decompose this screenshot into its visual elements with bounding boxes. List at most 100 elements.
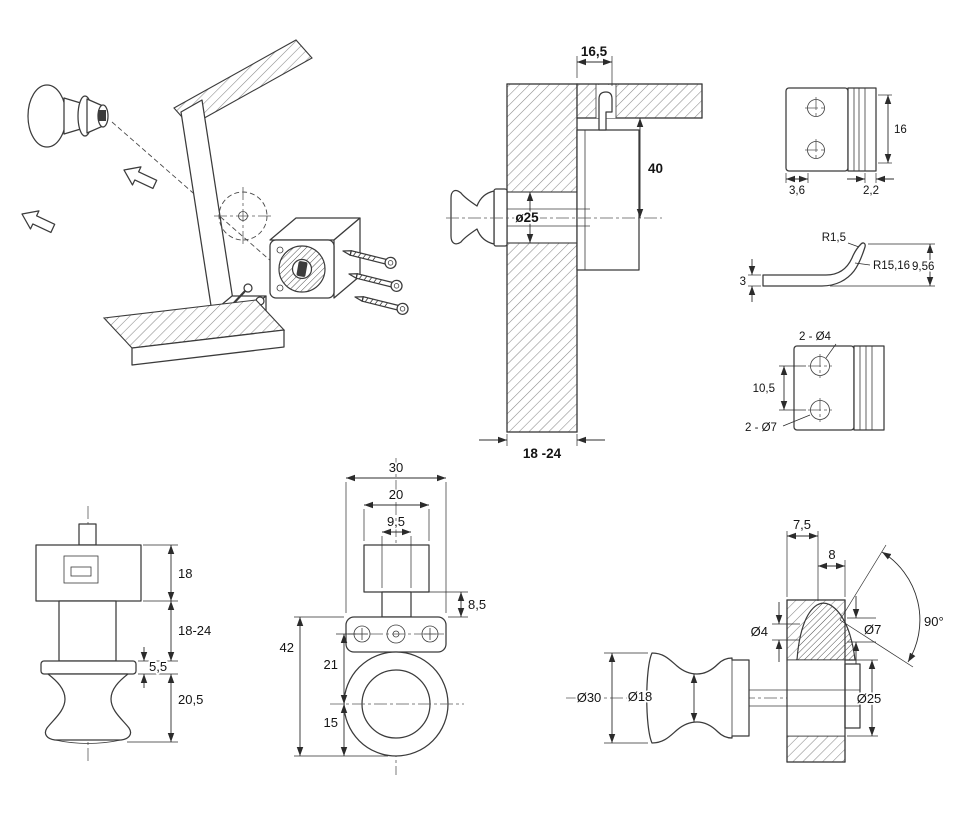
dim-spindle-width: 9,5: [381, 512, 412, 588]
knob-flange-section: [493, 188, 508, 247]
dim-flange-height: 5,5: [138, 647, 178, 688]
dim-label-18-24: 18-24: [178, 623, 211, 638]
dim-label-9-5: 9,5: [387, 514, 405, 529]
dim-pin-large: Ø7: [847, 596, 883, 664]
dim-knob-dia: Ø30: [575, 652, 648, 744]
body-window: [63, 555, 99, 584]
dim-plate-height: 16: [878, 94, 909, 164]
dim-label-3-6: 3,6: [789, 185, 805, 197]
dim-label-20: 20: [389, 487, 403, 502]
dim-label-42: 42: [280, 640, 294, 655]
dim-label-21: 21: [324, 657, 338, 672]
knob-side-view: 7,5 8 Ø4 Ø7 Ø30 Ø18: [566, 515, 945, 763]
dim-curve-radius: R15,16: [854, 258, 912, 274]
knob-profile-side: [646, 652, 750, 744]
spindle-hole: [98, 110, 106, 121]
hook-profile-view: R1,5 R15,16 9,56 3: [738, 230, 936, 302]
dim-tip-radius: R1,5: [820, 230, 860, 248]
dim-waist-dia: Ø18: [626, 674, 698, 722]
knob-section: [450, 189, 495, 245]
dim-base-dia: Ø25: [847, 659, 883, 737]
dim-label-18-24: 18 -24: [523, 446, 562, 461]
dim-label-8-5: 8,5: [468, 597, 486, 612]
dim-overall-width: 30: [345, 458, 447, 613]
dim-knob-height: 20,5: [127, 674, 205, 743]
dim-label-5-5: 5,5: [149, 659, 167, 674]
latch-hook-section: [598, 91, 613, 131]
dim-label-40: 40: [648, 161, 663, 176]
dim-label-2-o4: 2 - Ø4: [799, 331, 832, 343]
dim-hole-dia: ø25: [514, 192, 541, 243]
dim-label-o25: Ø25: [857, 691, 882, 706]
dim-label-90: 90°: [924, 614, 944, 629]
neck: [58, 600, 117, 662]
knob-profile: [44, 673, 132, 741]
dim-plate-thickness-a: 3,6: [785, 173, 809, 199]
assembly-axis: [111, 121, 273, 263]
dim-rotation-angle: 90°: [839, 544, 945, 668]
dim-label-18: 18: [178, 566, 192, 581]
dim-label-o30: Ø30: [577, 690, 602, 705]
mounting-plate: [345, 616, 447, 653]
dim-label-7-5: 7,5: [793, 517, 811, 532]
screw: [342, 250, 397, 269]
dim-label-2-2: 2,2: [863, 185, 879, 197]
dim-hook-height: 9,56: [830, 243, 936, 287]
dim-top-offset: 16,5: [576, 42, 613, 86]
section-view: 16,5 40 ø25 18 -24: [446, 42, 703, 463]
screw: [348, 273, 403, 292]
dim-hole-spacing: 10,5: [751, 365, 806, 411]
dim-label-o4: Ø4: [751, 624, 768, 639]
dim-label-r15-16: R15,16: [873, 260, 910, 272]
dim-label-15: 15: [324, 715, 338, 730]
dim-label-o18: Ø18: [628, 689, 653, 704]
spindle-tab: [381, 591, 412, 618]
dim-label-o25: ø25: [515, 210, 539, 225]
panel-section-lower: [786, 735, 846, 763]
lock-body-isometric: [269, 217, 361, 299]
dim-body-width: 20: [363, 485, 430, 541]
dim-label-20-5: 20,5: [178, 692, 203, 707]
door-panel-section-upper: [506, 83, 578, 193]
dim-body-height: 18: [143, 544, 194, 602]
dim-height-to-axis: 40: [636, 118, 665, 218]
knob-front-view: 18 18-24 5,5 20,5: [35, 506, 213, 762]
direction-arrow-icon: [123, 166, 158, 190]
dim-label-16: 16: [894, 124, 907, 136]
dim-label-2-o7: 2 - Ø7: [745, 422, 777, 434]
spindle-socket: [296, 261, 308, 277]
dim-label-9-56: 9,56: [912, 261, 934, 273]
dim-label-16-5: 16,5: [581, 44, 608, 59]
holes-plate-view: 2 - Ø4 10,5 2 - Ø7: [743, 329, 885, 436]
lock-body-front: [35, 544, 142, 602]
lock-front-view: 30 20 9,5 8,5 42 21: [278, 458, 488, 775]
exploded-view: [21, 39, 409, 366]
holes-plate-side: [853, 345, 885, 431]
door-panel-section-lower: [506, 242, 578, 433]
direction-arrow-icon: [21, 210, 56, 234]
knob-isometric: [27, 84, 109, 148]
dim-large-holes: 2 - Ø7: [743, 414, 811, 436]
plate-detail-view: 16 3,6 2,2: [785, 87, 909, 199]
dim-lower-offset: 15: [322, 704, 348, 756]
door-hole-mark: [214, 187, 272, 245]
dim-label-10-5: 10,5: [753, 383, 775, 395]
dim-offset-a: 7,5: [786, 515, 819, 601]
dim-hook-thickness: 3: [738, 259, 761, 302]
plate-side: [847, 87, 877, 172]
dim-grip-range: 18-24: [138, 601, 213, 662]
dim-label-3: 3: [740, 276, 746, 288]
upper-block: [363, 544, 430, 593]
latch-stem: [78, 523, 97, 546]
knob-flange: [40, 660, 137, 675]
dim-offset-b: 8: [818, 545, 846, 597]
dim-label-8: 8: [828, 547, 835, 562]
bottom-panel-face: [131, 329, 285, 366]
dim-pin-small: Ø4: [749, 602, 800, 662]
lock-body-section: [576, 129, 640, 271]
dim-label-30: 30: [389, 460, 403, 475]
dim-plate-thickness-b: 2,2: [847, 173, 894, 199]
hook-profile: [762, 242, 866, 287]
